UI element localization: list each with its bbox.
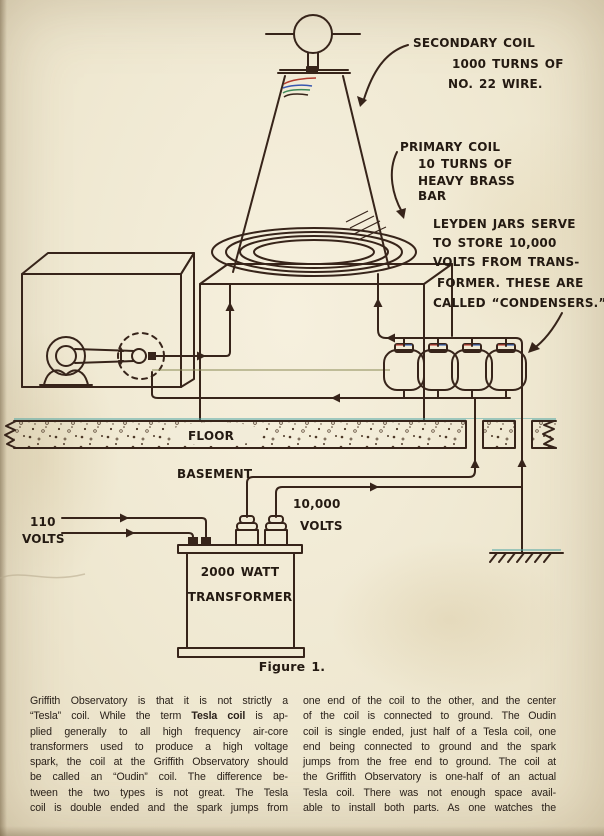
volts-110-label: 110 <box>30 515 56 529</box>
page-edge-shadow <box>0 0 7 836</box>
transformer-top-plate <box>177 544 303 554</box>
figure-caption: Figure 1. <box>259 659 325 674</box>
wire-condenser-bus-bottom <box>151 371 511 399</box>
svg-text:1000 TURNS OF: 1000 TURNS OF <box>452 57 564 71</box>
body-text-line: the Griffith Observatory is one-half of … <box>303 771 556 784</box>
svg-text:VOLTS FROM TRANS-: VOLTS FROM TRANS- <box>433 255 579 269</box>
svg-text:TO STORE 10,000: TO STORE 10,000 <box>433 236 557 250</box>
body-text-line: coil is single ended, just half of a Tes… <box>303 725 556 738</box>
current-flow-arrows <box>120 298 527 538</box>
leyden-jar <box>417 337 459 399</box>
svg-text:FORMER. THESE ARE: FORMER. THESE ARE <box>437 276 584 290</box>
body-text-line: jumps from the free end to ground. The c… <box>303 756 556 769</box>
svg-text:HEAVY BRASS: HEAVY BRASS <box>418 174 515 188</box>
body-column-left: Griffith Observatory is that it is not s… <box>30 694 288 816</box>
svg-text:BAR: BAR <box>418 189 446 203</box>
discharge-ball <box>265 14 361 73</box>
primary-leader <box>390 151 403 213</box>
leyden-jar <box>383 337 425 399</box>
torn-edge-left <box>4 420 17 449</box>
label-leaders <box>357 44 563 353</box>
svg-text:VOLTS: VOLTS <box>300 519 343 533</box>
wire-condenser-bus-top <box>377 273 523 554</box>
body-text-line: end being connected to ground and the sp… <box>303 740 556 753</box>
bushing-insulator <box>264 515 288 546</box>
secondary-coil-cone <box>232 69 390 273</box>
primary-coil-label: PRIMARY COIL <box>400 140 500 154</box>
floor-label: FLOOR <box>188 429 234 443</box>
body-text-line: be called an “Oudin” coil. The differenc… <box>30 771 288 784</box>
wire-110v-b <box>61 532 194 539</box>
volts-10000-label: 10,000 <box>293 497 341 511</box>
floor-band <box>4 418 557 450</box>
pedestal-table <box>199 263 453 421</box>
transformer: 2000 WATT TRANSFORMER <box>177 515 305 658</box>
condenser-leader <box>532 312 563 350</box>
body-text-segment: is ap- <box>245 710 288 723</box>
body-text-line: one end of the coil to the other, and th… <box>303 695 556 707</box>
rotary-gap-cabinet <box>21 252 195 388</box>
transformer-label-line2: TRANSFORMER <box>188 590 293 604</box>
transformer-bottom-plate <box>177 647 305 658</box>
wire-gap-to-primary <box>155 283 231 357</box>
paper-stain <box>330 540 570 700</box>
body-text-line: Griffith Observatory is that it is not s… <box>30 695 288 707</box>
circuit-wires <box>61 273 523 554</box>
torn-edge-right <box>542 420 557 449</box>
svg-text:10 TURNS OF: 10 TURNS OF <box>418 157 513 171</box>
wire-transformer-to-condensers <box>246 397 476 518</box>
leyden-jars <box>383 337 527 399</box>
drive-belt <box>74 348 135 364</box>
body-text-line: plied generally to all high frequency ai… <box>30 725 288 738</box>
transformer-label-line1: 2000 WATT <box>201 565 280 579</box>
primary-coil-spiral <box>211 227 417 277</box>
body-text-line: “Tesla” coil. While the term Tesla coil … <box>30 709 288 724</box>
page-edge-shadow <box>0 826 604 836</box>
cone-shading <box>345 210 387 241</box>
paper-stain <box>430 120 604 340</box>
body-text-segment: “Tesla” coil. While the term <box>30 710 192 723</box>
leyden-jar <box>485 337 527 399</box>
tesla-coil-diagram: 2000 WATT TRANSFORMER SECONDARY COIL 100… <box>0 14 604 674</box>
svg-text:VOLTS: VOLTS <box>22 532 65 546</box>
secondary-coil-label: SECONDARY COIL <box>413 36 535 50</box>
body-text-line: spark, the coil at the Griffith Observat… <box>30 756 288 769</box>
diagram-labels: SECONDARY COIL 1000 TURNS OF NO. 22 WIRE… <box>22 36 604 674</box>
svg-text:CALLED “CONDENSERS.”: CALLED “CONDENSERS.” <box>433 296 604 310</box>
svg-text:NO. 22 WIRE.: NO. 22 WIRE. <box>448 77 543 91</box>
body-column-right: one end of the coil to the other, and th… <box>303 694 556 816</box>
body-text-line: able to install both parts. As one watch… <box>303 802 556 815</box>
body-text-line: transformers used to produce a high volt… <box>30 740 288 753</box>
wire-110v-a <box>61 517 207 539</box>
motor-pulley <box>46 336 86 376</box>
floor-label-halo <box>168 422 264 446</box>
wire-transformer-to-ground <box>275 486 523 518</box>
basement-label: BASEMENT <box>177 467 253 481</box>
body-text-line: of the coil is connected to ground. The … <box>303 710 556 723</box>
body-text-line: Tesla coil. There was not enough space a… <box>303 786 556 799</box>
ground-symbol <box>489 549 564 563</box>
bushing-insulator <box>235 515 259 546</box>
motor-stand <box>39 369 93 386</box>
paper-crease <box>0 573 86 579</box>
body-text-line: tween the two types is not great. The Te… <box>30 786 288 799</box>
secondary-leader <box>363 44 409 100</box>
body-text-line: coil is double ended and the spark jumps… <box>30 802 288 815</box>
leyden-jar <box>451 337 493 399</box>
body-text-bold: Tesla coil <box>191 710 246 723</box>
winding-scribble <box>282 77 317 98</box>
leyden-jars-label: LEYDEN JARS SERVE <box>433 217 576 231</box>
